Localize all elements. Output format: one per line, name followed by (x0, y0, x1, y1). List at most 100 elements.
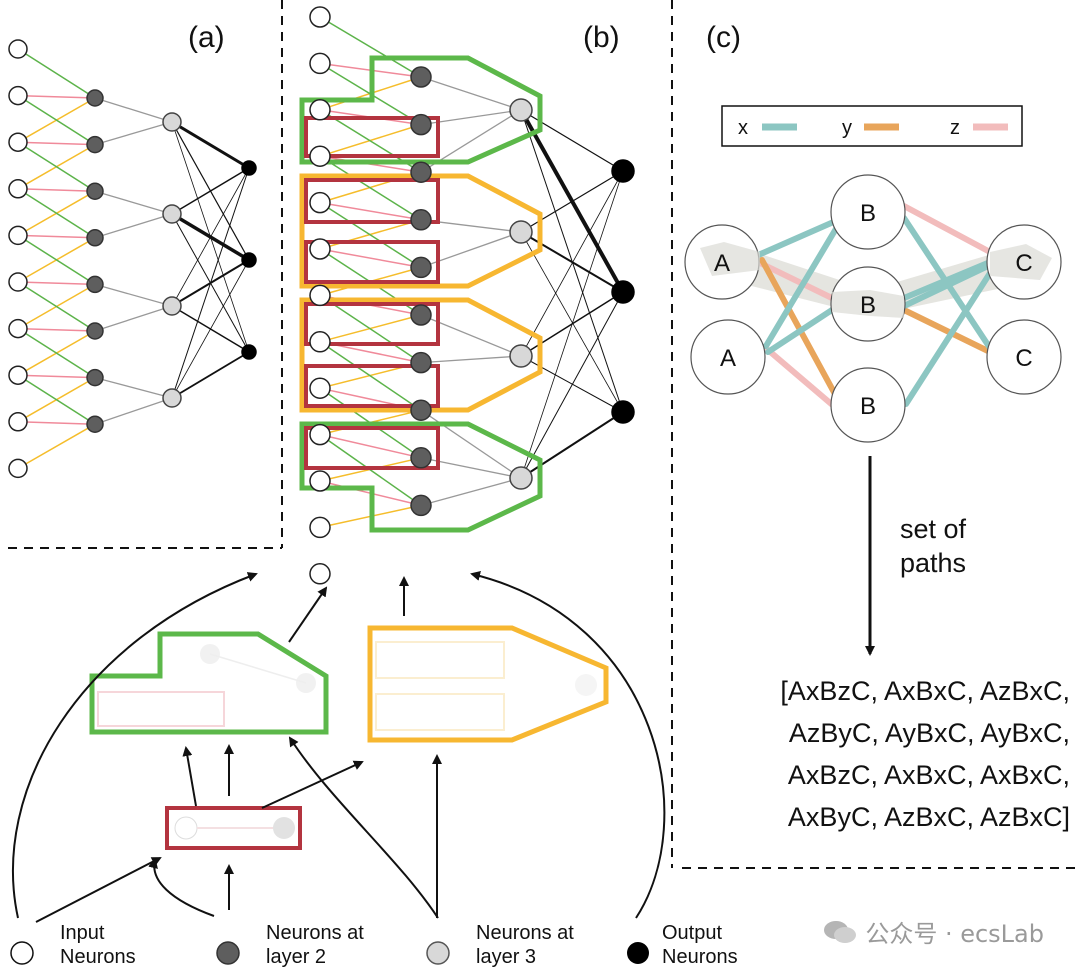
separators (8, 0, 1075, 869)
b-layer2-neuron (410, 66, 432, 88)
composition-diagram (89, 625, 609, 850)
path-set-line2: AzByC, AyBxC, AyBxC, (789, 718, 1070, 748)
a-edge-black (171, 167, 250, 215)
a-edge-grey (94, 190, 173, 215)
input-label-1: Input (60, 922, 105, 944)
node-c2-label: C (1015, 345, 1032, 372)
b-red-pair-box (304, 116, 440, 158)
a-edge-pink (17, 141, 96, 146)
b-layer2-neuron (410, 399, 432, 421)
b-output-neuron (611, 280, 635, 304)
path-set: [AxBzC, AxBxC, AzBxC, AzByC, AyBxC, AyBx… (780, 676, 1070, 832)
b-input-neuron (309, 99, 331, 121)
input-neuron-icon (10, 941, 34, 965)
panel-c-label: (c) (706, 21, 741, 54)
yellow-module (367, 625, 609, 743)
node-b1 (830, 174, 906, 250)
node-a1-label: A (714, 250, 730, 277)
chat-bubble-icon (824, 920, 857, 943)
b-layer2-neuron (410, 209, 432, 231)
b-output-neuron (611, 400, 635, 424)
a-layer3-neuron (162, 296, 182, 316)
b-green-group-top (299, 55, 543, 165)
legend-x-label: x (738, 117, 748, 139)
b-layer3-neuron (509, 466, 533, 490)
b-input-neuron (309, 52, 331, 75)
output-label-2: Neurons (662, 946, 738, 968)
watermark-text: 公众号 · ecsLab (865, 920, 1044, 948)
b-edge-green (319, 341, 422, 411)
b-input-neuron (309, 377, 331, 399)
node-b1-label: B (860, 200, 876, 227)
watermark: 公众号 · ecsLab (823, 914, 1044, 949)
node-c2 (986, 319, 1062, 395)
output-label-1: Output (662, 922, 722, 944)
b-input-neuron (309, 145, 331, 167)
b-layer3-neuron (509, 220, 533, 244)
legend-y-label: y (842, 117, 852, 139)
b-input-neuron (309, 563, 331, 585)
b-edge-black (520, 411, 624, 479)
a-edge-black (171, 120, 250, 170)
a-edge-pink (17, 188, 96, 192)
a-edge-green (17, 327, 96, 379)
composition-arrows (11, 571, 666, 923)
a-layer2-neuron (86, 368, 104, 387)
layer3-label-2: layer 3 (476, 946, 536, 968)
node-b3-label: B (860, 393, 876, 420)
a-edge-grey (94, 121, 173, 146)
b-input-neuron (309, 423, 331, 446)
a-edge-grey (94, 376, 173, 399)
panel-a-network (8, 39, 257, 479)
b-red-pair-box (304, 240, 440, 284)
b-red-pair-box (304, 178, 440, 224)
a-edge-green (17, 281, 96, 332)
b-input-neuron (309, 470, 331, 492)
neuron-legend: Input Neurons Neurons at layer 2 Neurons… (10, 922, 738, 968)
layer2-label-1: Neurons at (266, 922, 364, 944)
b-layer2-neuron (410, 256, 432, 279)
b-edge-green (319, 201, 422, 269)
a-input-neuron (8, 39, 28, 59)
arrow-label-line2: paths (900, 548, 966, 578)
panel-a-label: (a) (188, 21, 225, 54)
b-edge-green (319, 16, 422, 78)
node-c1-label: C (1015, 250, 1032, 277)
a-layer3-neuron (162, 204, 182, 224)
b-layer2-neuron (410, 304, 432, 326)
a-edge-pink (17, 421, 96, 425)
edge-type-legend: x y z (721, 105, 1023, 147)
b-edge-grey (420, 477, 522, 507)
path-graph: A A B B B C C (684, 174, 1062, 443)
b-edge-black (520, 170, 624, 479)
a-input-neuron (8, 365, 28, 385)
b-edge-pink (319, 433, 422, 459)
a-layer2-neuron (86, 229, 104, 247)
green-module (89, 631, 329, 735)
legend-z-label: z (950, 117, 960, 139)
a-input-neuron (8, 225, 28, 246)
a-output-neuron (241, 344, 257, 360)
layer3-label-1: Neurons at (476, 922, 574, 944)
a-edge-pink (17, 281, 96, 286)
a-edge-grey (94, 283, 173, 307)
a-edge-grey (94, 305, 173, 332)
b-layer3-neuron (509, 98, 533, 122)
b-red-pair-box (304, 364, 440, 408)
b-edge-black (520, 170, 624, 357)
a-layer2-neuron (86, 182, 104, 200)
a-input-neuron (8, 458, 28, 479)
a-edge-green (17, 188, 96, 239)
a-input-neuron (8, 318, 28, 339)
a-layer3-neuron (162, 388, 182, 408)
a-edge-pink (17, 234, 96, 239)
b-edge-black (520, 291, 624, 479)
a-edge-green (17, 374, 96, 425)
a-input-neuron (8, 272, 28, 292)
b-yellow-group-upper (299, 173, 543, 289)
a-input-neuron (8, 132, 28, 152)
b-input-neuron (309, 238, 331, 260)
a-edge-yellow (17, 423, 96, 470)
b-input-neuron (309, 6, 331, 28)
b-input-neuron (309, 331, 331, 353)
